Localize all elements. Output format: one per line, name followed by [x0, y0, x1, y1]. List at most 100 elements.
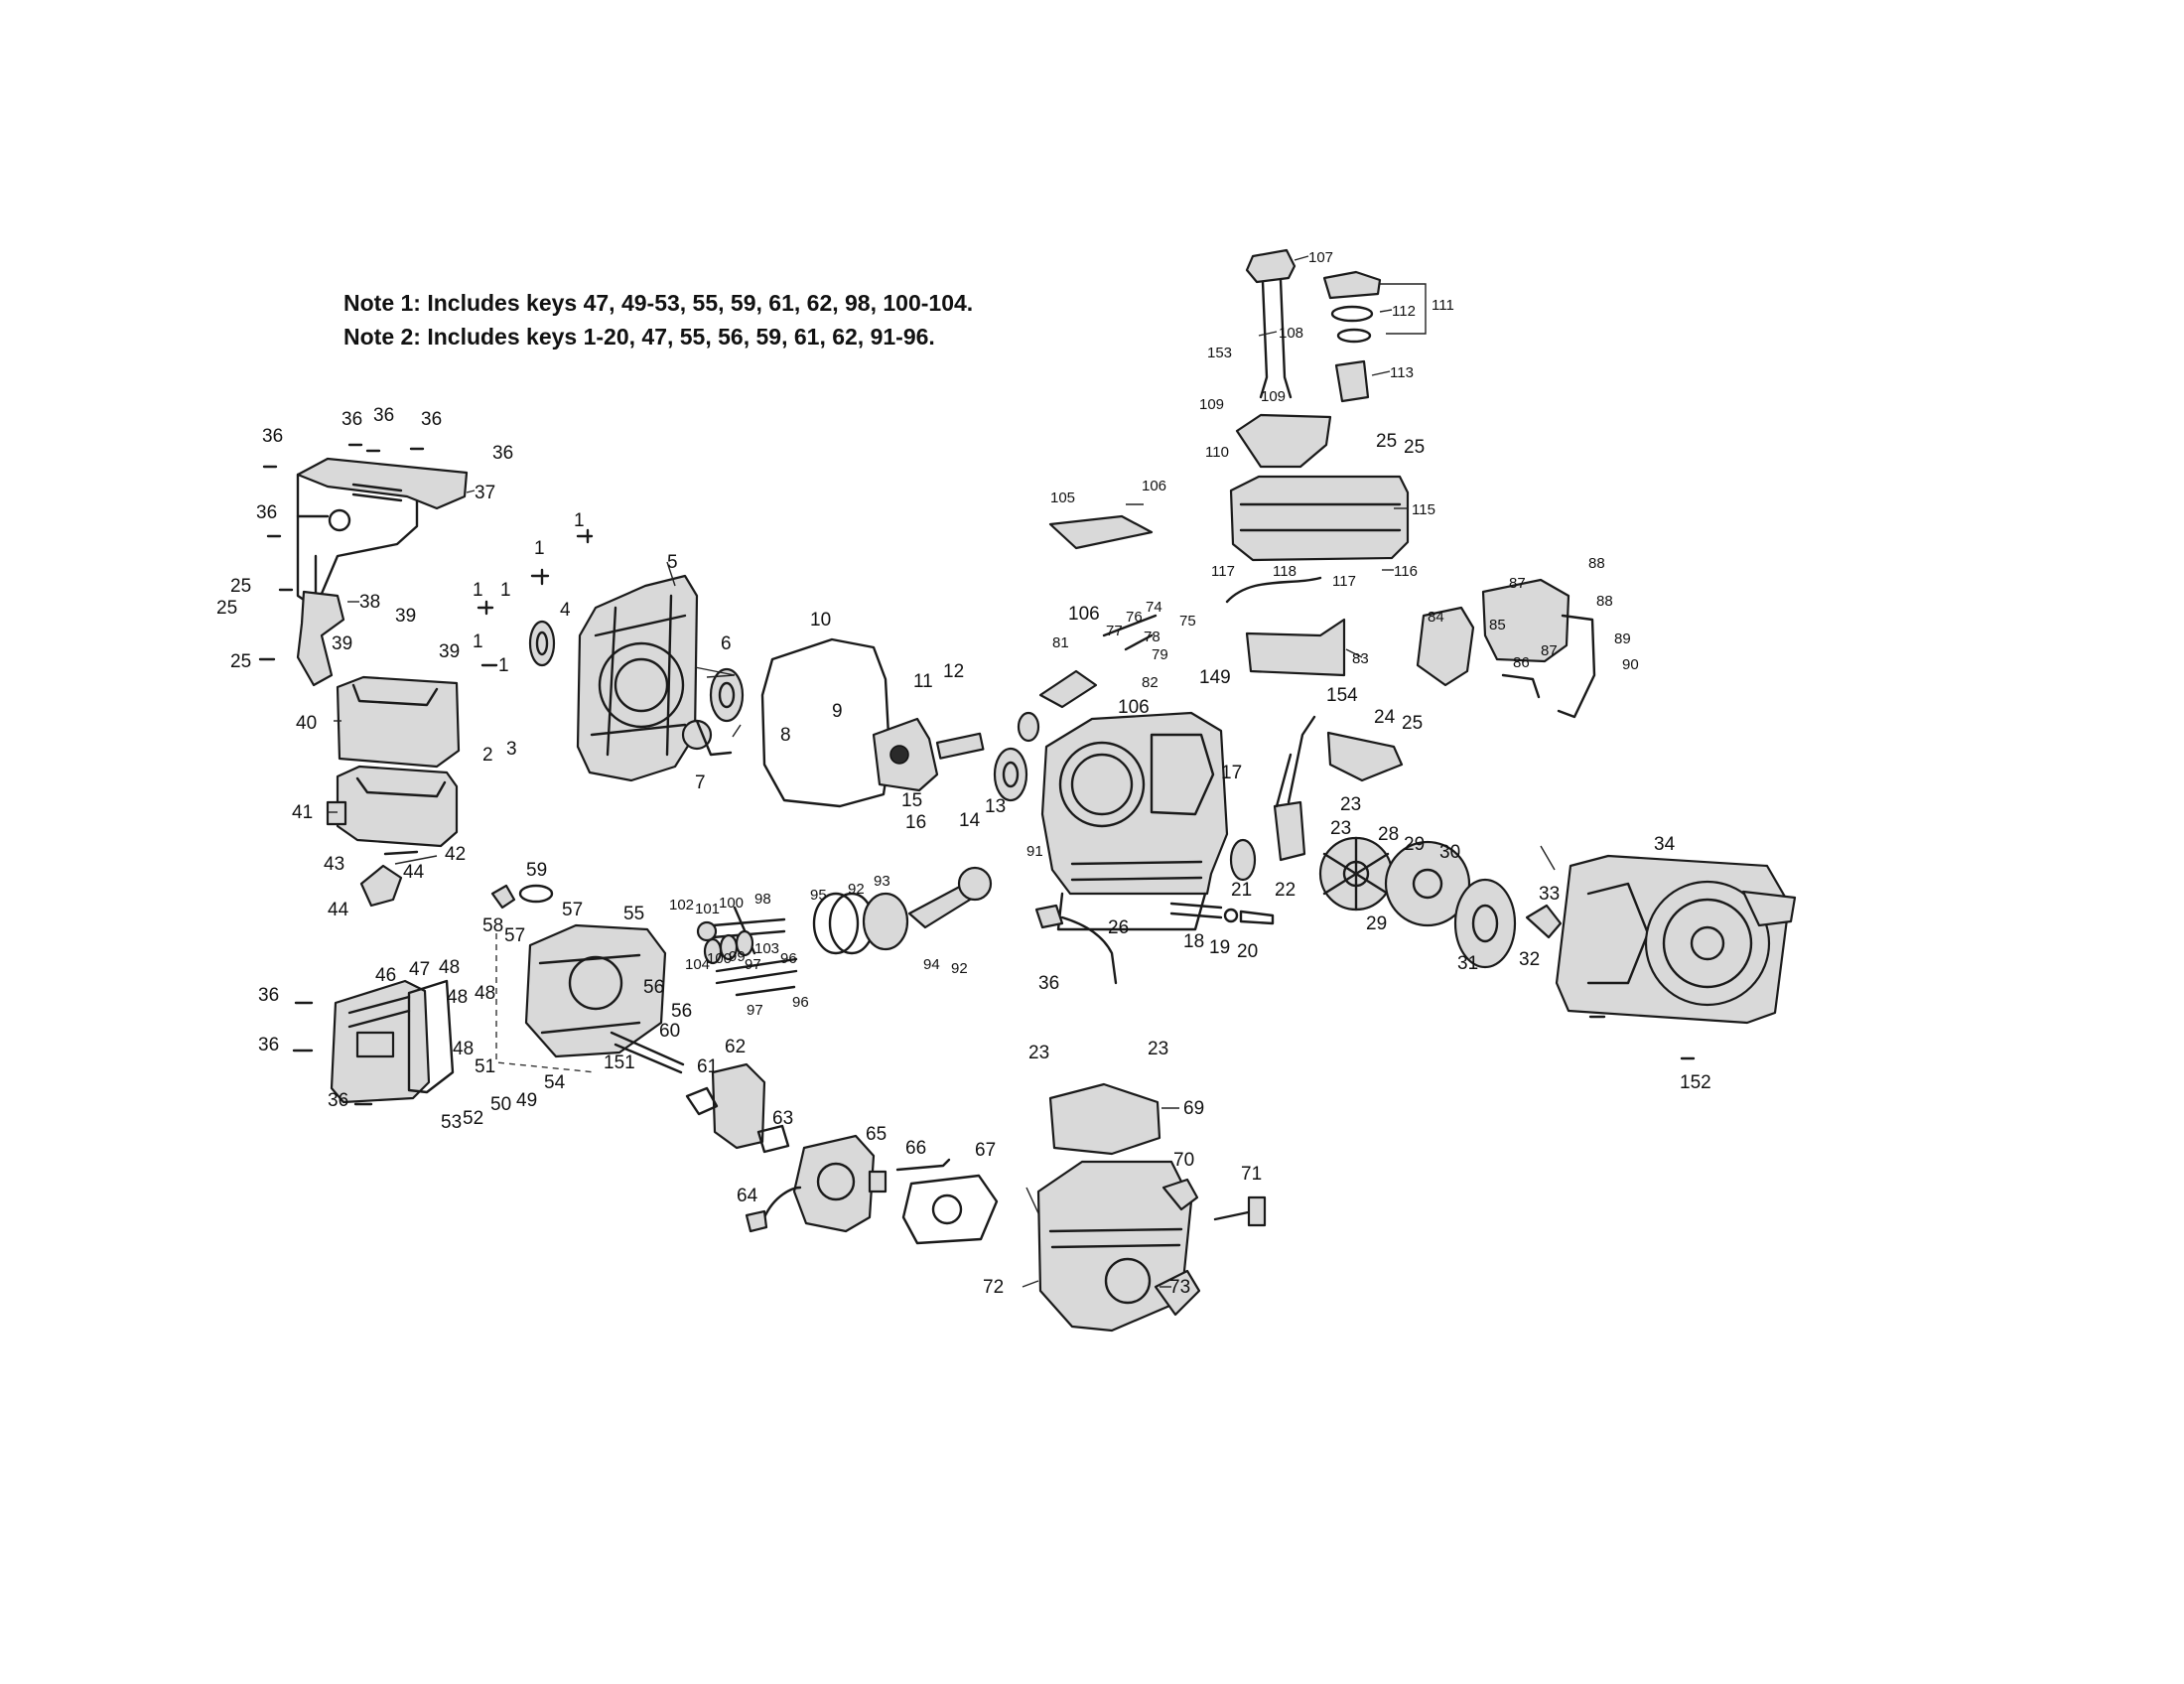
callout-151: 151 — [604, 1052, 635, 1073]
part-valve-cover-46 — [330, 979, 431, 1104]
part-knob-70 — [1161, 1178, 1199, 1211]
callout-77: 77 — [1106, 623, 1123, 639]
callout-82: 82 — [1142, 674, 1159, 691]
callout-87: 87 — [1509, 575, 1526, 592]
callout-48: 48 — [453, 1039, 474, 1059]
callout-25: 25 — [230, 576, 251, 597]
callout-24: 24 — [1374, 707, 1396, 728]
callout-3: 3 — [506, 739, 517, 760]
part-wire-26 — [1034, 904, 1118, 985]
part-fuel-tank-115 — [1229, 475, 1410, 562]
callout-79: 79 — [1152, 646, 1168, 663]
callout-116: 116 — [1394, 563, 1418, 580]
callout-16: 16 — [905, 812, 926, 833]
callout-38: 38 — [359, 592, 380, 613]
callout-34: 34 — [1654, 834, 1676, 855]
part-muffler-shield — [336, 675, 461, 769]
part-gasket-10 — [760, 637, 891, 808]
diagram-notes: Note 1: Includes keys 47, 49-53, 55, 59,… — [343, 286, 973, 353]
callout-36: 36 — [1038, 973, 1059, 994]
callout-39: 39 — [395, 606, 416, 627]
callout-115: 115 — [1412, 501, 1435, 518]
part-bearing-6 — [709, 667, 745, 723]
part-small-bolts — [258, 443, 1696, 1106]
callout-89: 89 — [1614, 631, 1631, 647]
callout-46: 46 — [375, 965, 396, 986]
callout-56: 56 — [671, 1001, 692, 1022]
callout-23: 23 — [1340, 794, 1361, 815]
callout-94: 94 — [923, 956, 940, 973]
part-crank-gear — [1017, 711, 1040, 743]
callout-19: 19 — [1209, 937, 1230, 958]
callout-154: 154 — [1326, 685, 1358, 706]
callout-117: 117 — [1332, 573, 1356, 590]
callout-100: 100 — [707, 950, 732, 967]
callout-56: 56 — [643, 977, 664, 998]
callout-43: 43 — [324, 854, 344, 875]
callout-47: 47 — [409, 959, 430, 980]
callout-36: 36 — [341, 409, 362, 430]
callout-30: 30 — [1439, 842, 1460, 863]
callout-111: 111 — [1432, 297, 1454, 314]
part-fuel-filler-108 — [1259, 278, 1293, 399]
part-governor-7 — [681, 719, 733, 757]
callout-88: 88 — [1588, 555, 1605, 572]
callout-1: 1 — [498, 655, 509, 676]
part-muffler-bracket — [296, 590, 345, 687]
callout-41: 41 — [292, 802, 313, 823]
callout-12: 12 — [943, 661, 964, 682]
callout-83: 83 — [1352, 650, 1369, 667]
callout-96: 96 — [780, 950, 797, 967]
callout-97: 97 — [747, 1002, 763, 1019]
callout-10: 10 — [810, 610, 831, 631]
callout-112: 112 — [1392, 303, 1416, 320]
callout-57: 57 — [504, 925, 525, 946]
callout-4: 4 — [560, 600, 571, 621]
callout-86: 86 — [1513, 654, 1530, 671]
callout-1: 1 — [574, 510, 585, 531]
part-flywheel-30 — [1384, 840, 1471, 927]
callout-102: 102 — [669, 897, 694, 913]
part-carburetor-65 — [792, 1134, 887, 1233]
callout-32: 32 — [1519, 949, 1540, 970]
callout-109: 109 — [1261, 388, 1286, 405]
callout-29: 29 — [1366, 913, 1387, 934]
callout-91: 91 — [1026, 843, 1043, 860]
part-bolt-71 — [1213, 1195, 1267, 1227]
callout-37: 37 — [475, 483, 495, 503]
callout-72: 72 — [983, 1277, 1004, 1298]
part-fan-28 — [1318, 836, 1394, 912]
callout-65: 65 — [866, 1124, 887, 1145]
part-rod-66 — [895, 1158, 951, 1172]
callout-1: 1 — [500, 580, 511, 601]
callout-22: 22 — [1275, 880, 1296, 901]
callout-59: 59 — [526, 860, 547, 881]
callout-54: 54 — [544, 1072, 566, 1093]
callout-152: 152 — [1680, 1072, 1711, 1093]
part-muffler-cover — [296, 457, 469, 610]
callout-26: 26 — [1108, 917, 1129, 938]
part-throttle-81 — [1038, 614, 1158, 709]
callout-23: 23 — [1028, 1043, 1049, 1063]
part-starter-motor-84 — [1416, 606, 1475, 687]
part-tank-shroud-110 — [1235, 413, 1332, 469]
callout-13: 13 — [985, 796, 1006, 817]
callout-33: 33 — [1539, 884, 1560, 905]
callout-49: 49 — [516, 1090, 537, 1111]
callout-55: 55 — [623, 904, 644, 924]
callout-87: 87 — [1541, 642, 1558, 659]
callout-107: 107 — [1308, 249, 1333, 266]
callout-11: 11 — [913, 671, 933, 692]
callout-25: 25 — [1402, 713, 1423, 734]
callout-23: 23 — [1330, 818, 1351, 839]
callout-25: 25 — [1404, 437, 1425, 458]
callout-18: 18 — [1183, 931, 1204, 952]
part-valve-springs — [703, 929, 754, 965]
callout-labels: 36 36 36 36 36 36 37 25 25 25 38 39 39 3… — [216, 249, 1711, 1298]
callout-40: 40 — [296, 713, 317, 734]
callout-92: 92 — [951, 960, 968, 977]
callout-106: 106 — [1068, 604, 1100, 625]
callout-61: 61 — [697, 1056, 718, 1077]
callout-36: 36 — [258, 985, 279, 1006]
callout-44: 44 — [328, 900, 349, 920]
